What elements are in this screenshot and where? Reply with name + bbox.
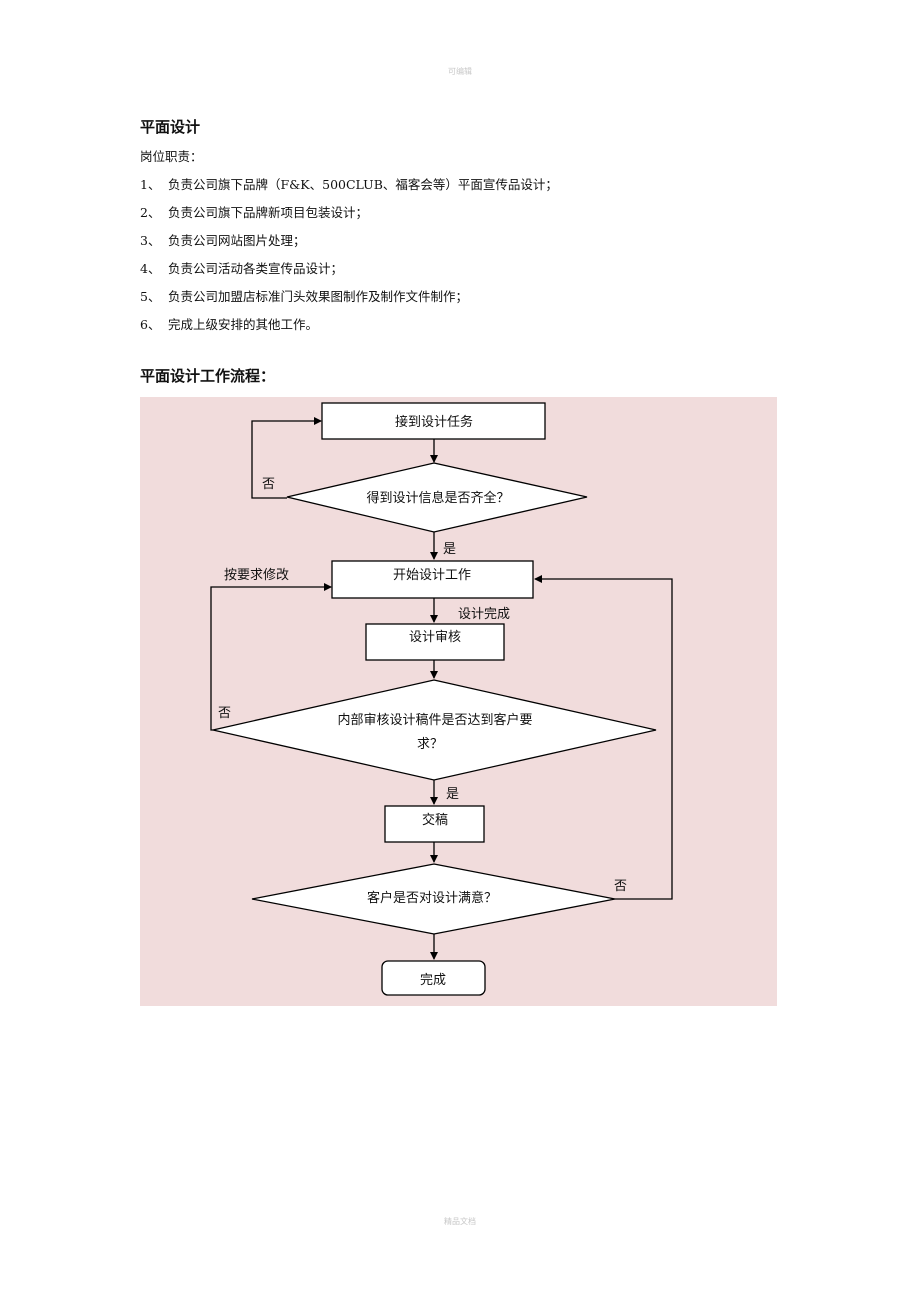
label-no-info: 否 [262,477,275,492]
duty-text: 负责公司加盟店标准门头效果图制作及制作文件制作； [168,289,469,304]
text-receive-task: 接到设计任务 [395,414,473,430]
watermark-bottom: 精品文档 [444,1217,476,1226]
watermark-top: 可编辑 [448,67,472,76]
duty-item: 2、负责公司旗下品牌新项目包装设计； [140,202,368,221]
arrow-no-loop-client [534,575,673,900]
label-no-internal: 否 [218,706,231,721]
duty-number: 3、 [140,233,161,248]
arrow-no-loop-info [251,417,322,499]
label-design-done: 设计完成 [458,607,510,622]
node-internal-review-diamond [212,679,657,781]
label-no-client: 否 [614,879,627,894]
text-submit: 交稿 [422,812,448,828]
text-design-review: 设计审核 [409,630,461,645]
duty-text: 负责公司旗下品牌新项目包装设计； [168,205,369,220]
node-start-design [331,560,534,599]
node-receive-task [321,402,546,440]
duty-item: 4、负责公司活动各类宣传品设计； [140,258,343,277]
duties-label: 岗位职责： [140,149,203,164]
label-yes-internal: 是 [446,787,459,802]
text-start-design: 开始设计工作 [393,568,471,583]
text-info-complete: 得到设计信息是否齐全？ [366,490,509,506]
node-done [381,960,486,996]
text-done: 完成 [420,973,446,988]
duty-item: 3、负责公司网站图片处理； [140,230,306,249]
section-title-graphic-design: 平面设计 [140,118,201,136]
label-yes-info: 是 [443,542,456,557]
duty-number: 5、 [140,289,161,304]
duty-text: 负责公司活动各类宣传品设计； [168,261,344,276]
text-internal-review-line2: 求？ [417,737,443,752]
duty-number: 6、 [140,317,161,332]
node-info-complete-diamond [286,462,588,533]
arrow-no-loop-internal [210,583,332,731]
duty-item: 6、完成上级安排的其他工作。 [140,314,318,333]
duty-item: 1、负责公司旗下品牌（F&K、500CLUB、福客会等）平面宣传品设计； [140,174,558,193]
text-internal-review-line1: 内部审核设计稿件是否达到客户要 [337,712,532,728]
duty-number: 1、 [140,177,161,192]
duty-text: 完成上级安排的其他工作。 [168,317,319,332]
text-client-satisfied: 客户是否对设计满意？ [367,890,497,906]
duty-number: 4、 [140,261,161,276]
label-modify: 按要求修改 [224,568,289,583]
duty-text: 负责公司网站图片处理； [168,233,306,248]
duty-number: 2、 [140,205,161,220]
node-client-satisfied-diamond [251,863,616,935]
node-design-review [365,623,505,661]
section-title-workflow: 平面设计工作流程： [140,367,276,385]
node-submit [384,805,485,843]
duty-text: 负责公司旗下品牌（F&K、500CLUB、福客会等）平面宣传品设计； [168,177,558,192]
duty-item: 5、负责公司加盟店标准门头效果图制作及制作文件制作； [140,286,468,305]
